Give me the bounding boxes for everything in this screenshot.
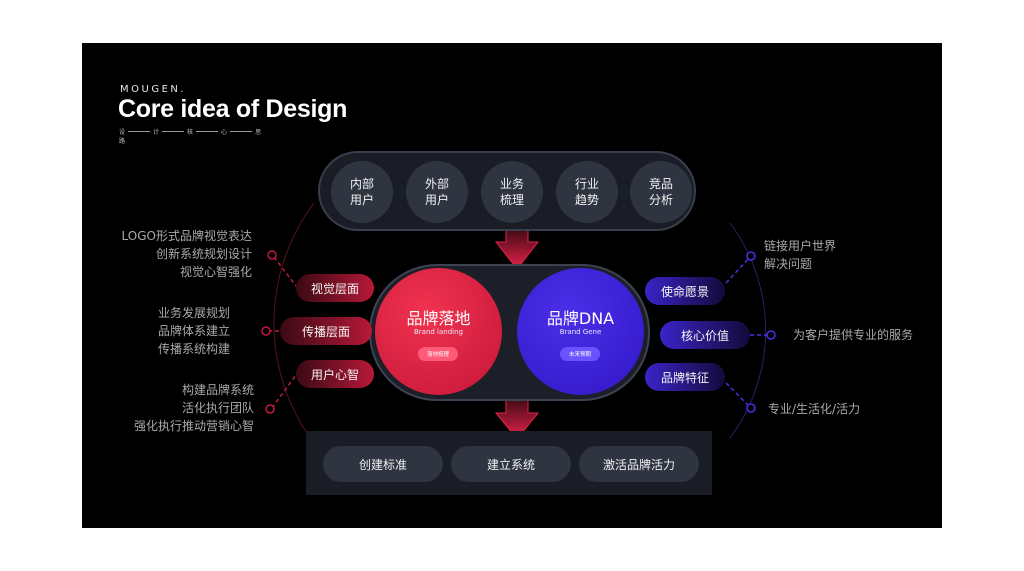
left-text-line: 品牌体系建立 <box>157 324 230 338</box>
research-item-line: 分析 <box>648 193 673 207</box>
left-text-line: 强化执行推动营销心智 <box>133 419 254 433</box>
brand-dna-circle <box>517 268 644 395</box>
subtitle-char: 计 <box>153 129 160 136</box>
research-item: 内部用户 <box>331 161 393 223</box>
right-text-group: 链接用户世界 解决问题 <box>764 237 836 273</box>
right-text-line: 链接用户世界 <box>764 239 837 253</box>
research-item: 业务梳理 <box>481 161 543 223</box>
research-item: 竞品分析 <box>630 161 692 223</box>
brand-landing-circle <box>375 268 502 395</box>
outcome-item: 激活品牌活力 <box>579 446 699 482</box>
left-text-group: 构建品牌系统 活化执行团队 强化执行推动营销心智 <box>134 381 254 435</box>
research-item-line: 业务 <box>499 177 524 191</box>
left-dot-1 <box>267 250 277 260</box>
brand-landing-title: 品牌落地 <box>406 309 471 328</box>
left-dot-2 <box>261 326 271 336</box>
right-text-line: 专业/生活化/活力 <box>768 402 861 416</box>
arrow-down-icon <box>494 227 540 270</box>
subtitle-char: 设 <box>119 129 126 136</box>
right-arc <box>729 222 767 439</box>
research-item: 外部用户 <box>406 161 468 223</box>
left-text-group: LOGO形式品牌视觉表达 创新系统规划设计 视觉心智强化 <box>122 227 252 281</box>
left-text-line: 构建品牌系统 <box>181 383 254 397</box>
brand-landing-chip: 落地梳理 <box>418 347 458 361</box>
left-dot-3 <box>265 404 275 414</box>
page-title: Core idea of Design <box>118 95 348 123</box>
research-item-line: 用户 <box>424 193 449 207</box>
right-text-line: 为客户提供专业的服务 <box>793 328 914 342</box>
right-dot-1 <box>746 251 756 261</box>
left-arc <box>273 202 315 444</box>
right-text-line: 解决问题 <box>764 257 813 271</box>
right-label-trait: 品牌特征 <box>645 363 725 391</box>
research-item-line: 内部 <box>349 177 374 191</box>
research-item-line: 用户 <box>349 193 374 207</box>
brand-dna-subtitle: Brand Gene <box>559 328 602 336</box>
left-label-spread: 传播层面 <box>280 317 372 345</box>
research-item-line: 竞品 <box>648 177 673 191</box>
slide-canvas: MOUGEN. Core idea of Design 设 计 核 心 思 路 … <box>82 43 942 528</box>
right-text-group: 专业/生活化/活力 <box>768 400 860 418</box>
brand-dna-chip: 未来预期 <box>560 347 600 361</box>
research-item-line: 外部 <box>424 177 449 191</box>
subtitle-char: 路 <box>119 138 126 145</box>
subtitle: 设 计 核 心 思 <box>119 127 261 136</box>
subtitle-char: 思 <box>255 129 262 136</box>
right-label-mission: 使命愿景 <box>645 277 725 305</box>
research-item-line: 行业 <box>574 177 599 191</box>
research-item-line: 梳理 <box>499 193 524 207</box>
right-dot-2 <box>766 330 776 340</box>
left-text-line: 活化执行团队 <box>181 401 254 415</box>
outcome-item: 创建标准 <box>323 446 443 482</box>
left-text-line: 传播系统构建 <box>157 342 230 356</box>
left-text-line: 业务发展规划 <box>157 306 230 320</box>
right-label-value: 核心价值 <box>660 321 750 349</box>
left-label-mind: 用户心智 <box>296 360 374 388</box>
outcome-item: 建立系统 <box>451 446 571 482</box>
left-label-visual: 视觉层面 <box>296 274 374 302</box>
subtitle-char: 核 <box>187 129 194 136</box>
right-dot-3 <box>746 403 756 413</box>
brand-landing-subtitle: Brand landing <box>413 328 463 336</box>
research-item-line: 趋势 <box>574 193 599 207</box>
brand-name: MOUGEN. <box>120 84 187 95</box>
left-text-line: 创新系统规划设计 <box>155 247 252 261</box>
research-item: 行业趋势 <box>556 161 618 223</box>
brand-dna-title: 品牌DNA <box>546 309 615 328</box>
subtitle-char: 心 <box>221 129 228 136</box>
right-text-group: 为客户提供专业的服务 <box>793 326 913 344</box>
left-text-group: 业务发展规划 品牌体系建立 传播系统构建 <box>158 304 230 358</box>
left-text-line: 视觉心智强化 <box>179 265 252 279</box>
left-text-line: LOGO形式品牌视觉表达 <box>121 229 252 243</box>
